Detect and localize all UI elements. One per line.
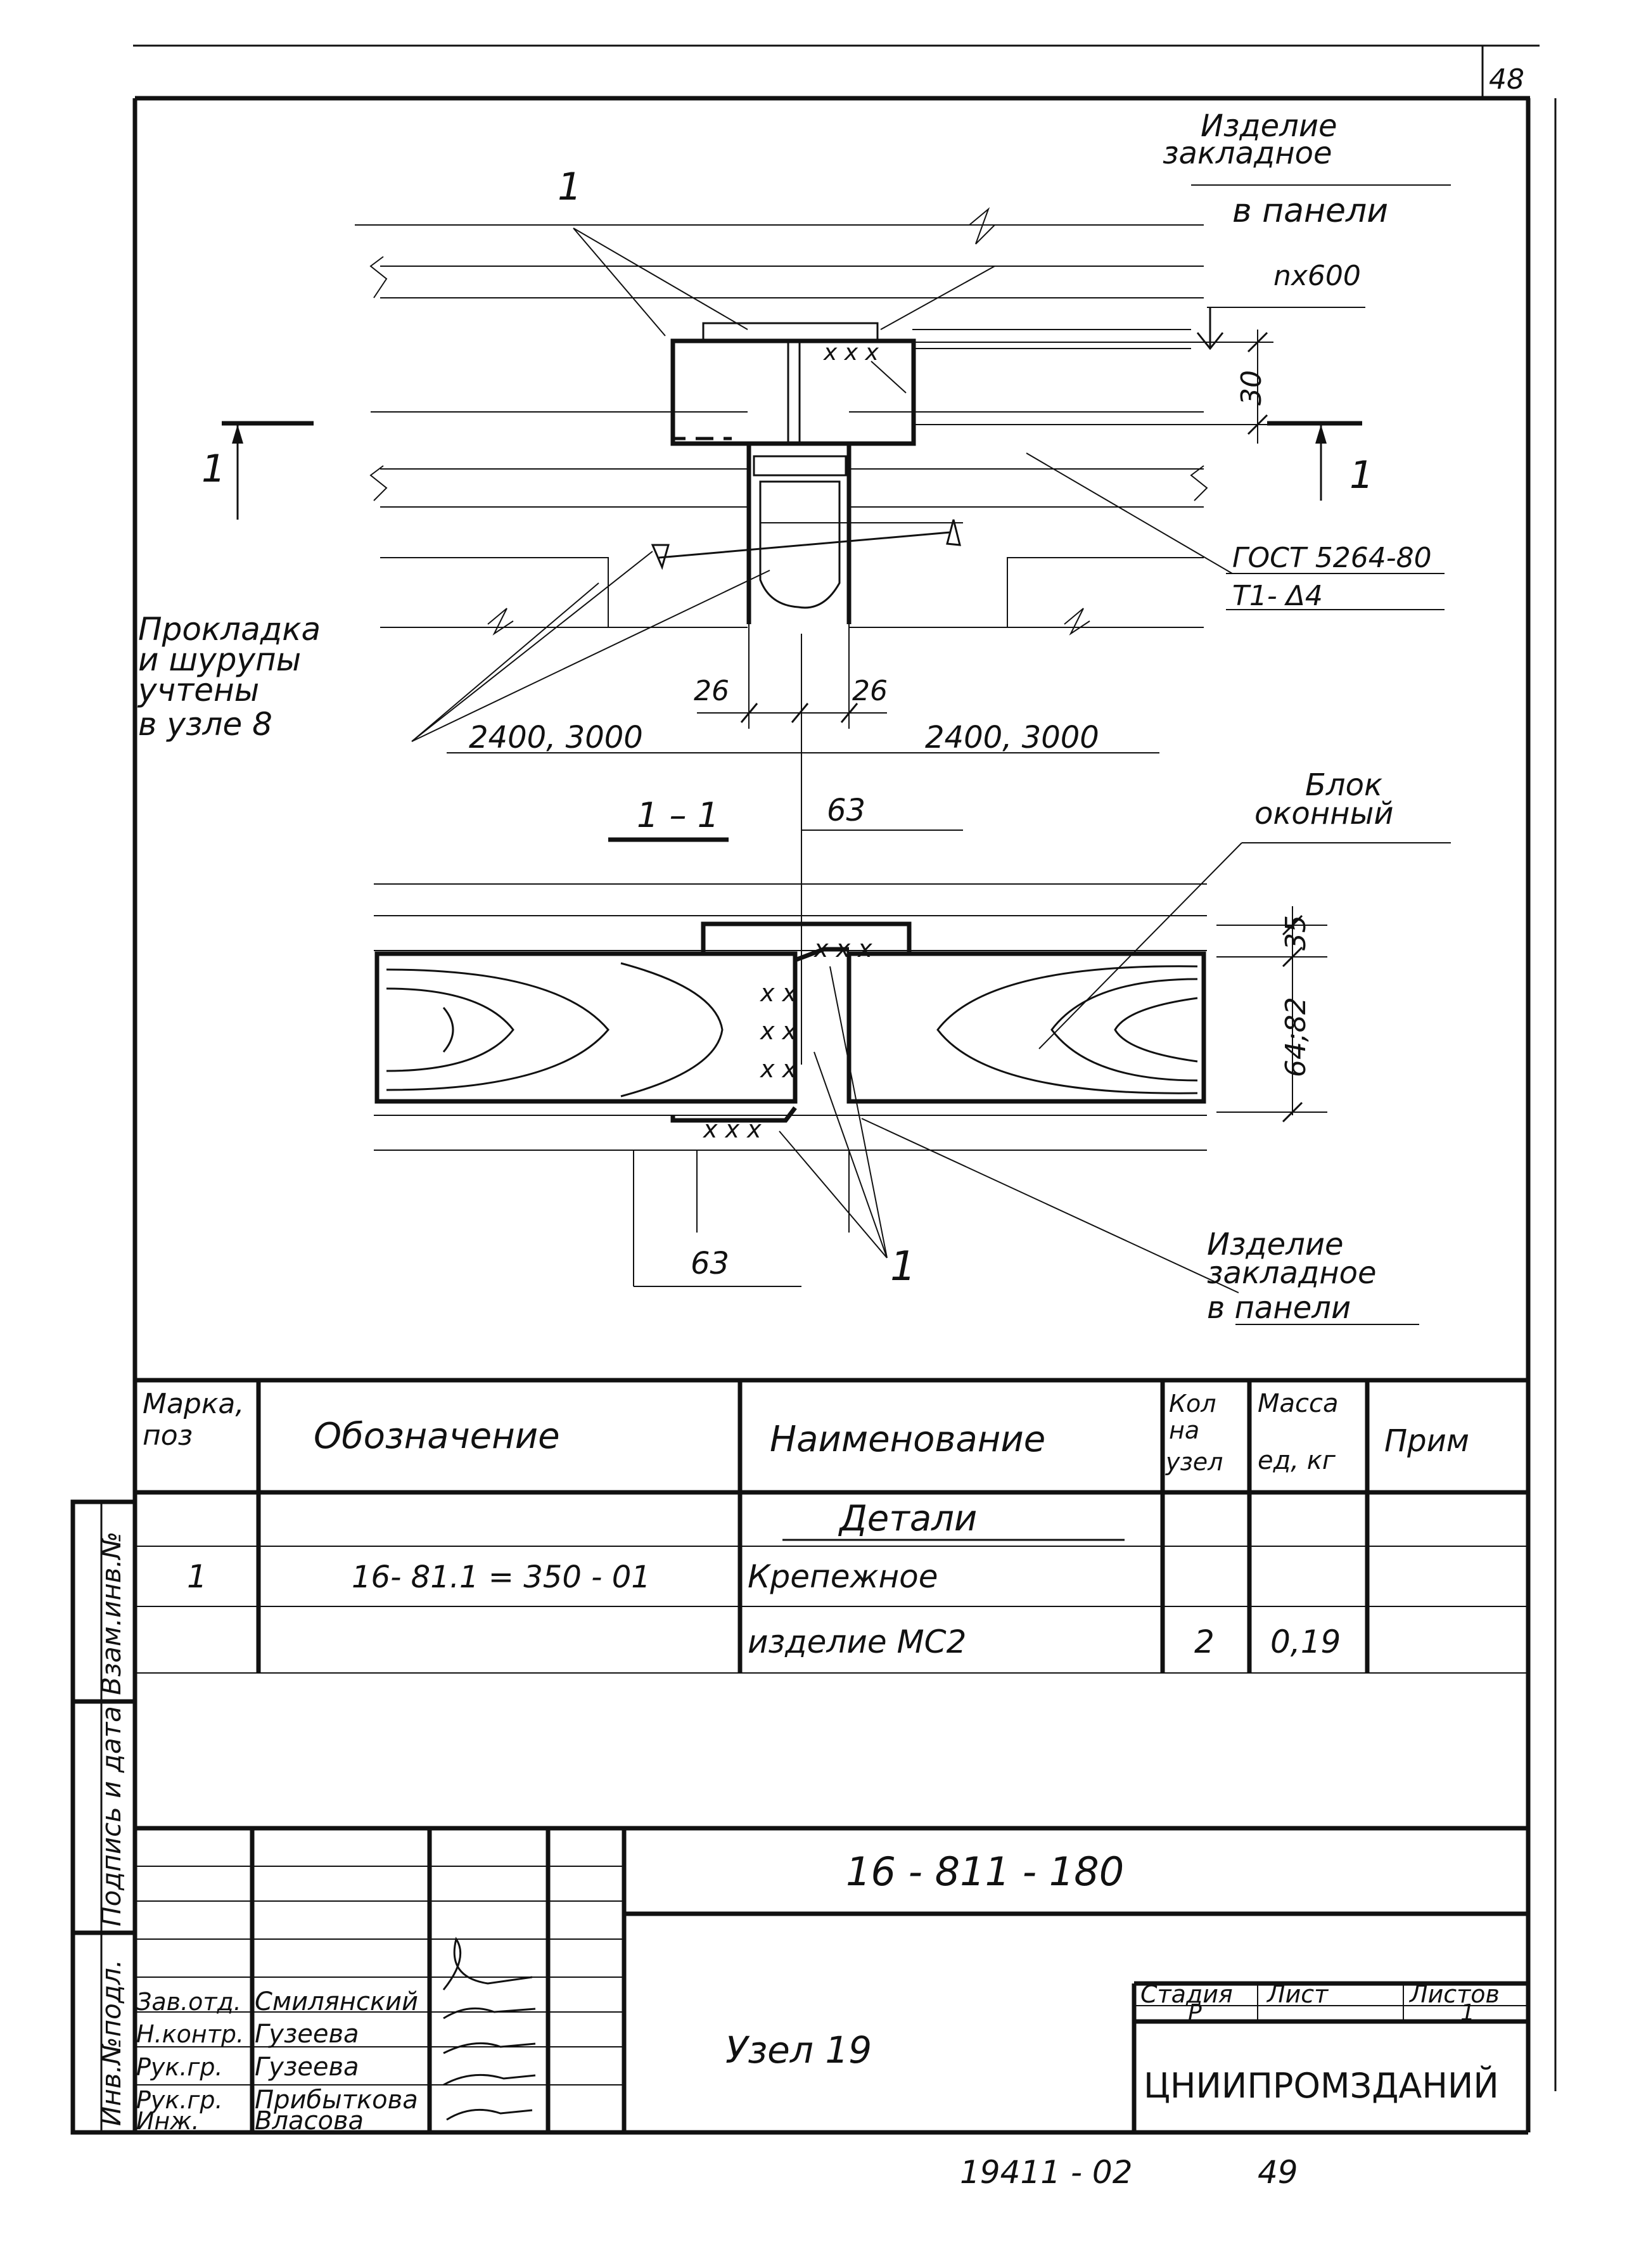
dim-26-right: 26 [852,675,888,707]
row-1-name: Крепежное [748,1558,938,1595]
section-mark-left: 1 [201,447,226,491]
name-0: Смилянский [255,1987,418,2016]
svg-text:x x x: x x x [823,340,879,366]
svg-text:x x: x x [760,979,797,1007]
stamp-sign-date: Подпись и дата [96,1706,127,1926]
dim-63-top: 63 [827,793,865,828]
role-1: Н.контр. [136,2020,244,2048]
section-title: 1 – 1 [637,795,719,835]
span-left: 2400, 3000 [469,720,643,755]
callout-bottom-line-2: закладное [1207,1255,1377,1291]
role-2: Рук.гр. [136,2053,223,2081]
gasket-note-line-2: и шурупы [138,641,301,678]
gasket-note-line-4: в узле 8 [138,706,272,743]
stage-label: Стадия [1140,1980,1233,2008]
weld-spec-line-2: Т1- Δ4 [1232,580,1323,612]
archive-number: 19411 - 02 [960,2154,1133,2191]
header-name: Наименование [770,1419,1045,1460]
side-stamp [70,1499,137,2135]
row-1-mark: 1 [187,1558,207,1595]
callout-bottom-line-1: Изделие [1207,1227,1344,1262]
row-2-name: изделие МС2 [748,1624,966,1660]
gasket-note-line-3: учтены [137,672,259,708]
header-qty-2: на [1169,1416,1199,1444]
sheet-number: 48 [1489,63,1524,96]
weld-spec-line-1: ГОСТ 5264-80 [1232,542,1432,574]
role-3: Рук.гр. [136,2086,223,2114]
role-0: Зав.отд. [136,1988,241,2016]
header-mark-2: поз [143,1419,193,1452]
callout-top-line-2: закладное [1163,136,1332,171]
spec-table [135,1378,1528,1674]
organization: ЦНИИПРОМЗДАНИЙ [1144,2066,1499,2106]
header-qty-3: узел [1165,1448,1223,1476]
name-3: Прибыткова [255,2085,418,2115]
section-mark-right: 1 [1349,453,1374,497]
callout-top-line-1: Изделие [1201,108,1337,144]
window-block-line-2: оконный [1254,796,1394,831]
span-right: 2400, 3000 [925,720,1099,755]
page-number: 49 [1258,2154,1298,2191]
dim-64-82: 64;82 [1280,997,1312,1077]
svg-text:x x x: x x x [813,935,872,963]
callout-top-line-3: в панели [1232,192,1388,230]
window-block-line-1: Блок [1305,767,1382,803]
svg-text:x x x: x x x [703,1115,762,1143]
section-view: x x x x x x x x x x x x [374,830,1451,1325]
svg-text:x x: x x [760,1055,797,1083]
drawing-title: Узел 19 [725,2028,872,2072]
dim-63-bottom: 63 [691,1246,729,1281]
header-designation: Обозначение [314,1416,560,1457]
sheet-label: Лист [1266,1980,1329,2008]
spacing-label: nх600 [1273,260,1361,292]
name-1: Гузеева [255,2020,359,2049]
stamp-replace-inv: Взам.инв.№ [96,1532,127,1695]
callout-bottom-line-3: в панели [1207,1290,1351,1326]
dim-35: 35 [1280,915,1312,951]
header-mass-2: ед, кг [1258,1446,1336,1475]
header-note: Прим [1384,1423,1469,1459]
section-mark-1: 1 [890,1243,916,1290]
dim-30: 30 [1235,370,1268,406]
name-2: Гузеева [255,2053,359,2082]
doc-code: 16 - 811 - 180 [846,1848,1124,1895]
row-2-mass: 0,19 [1270,1624,1341,1660]
stage-value: Р [1188,2000,1202,2026]
row-2-qty: 2 [1194,1624,1215,1660]
row-1-designation: 16- 81.1 = 350 - 01 [352,1560,651,1595]
sheets-value: 1 [1460,2000,1475,2026]
header-mass-1: Масса [1258,1389,1339,1418]
dim-26-left: 26 [694,675,729,707]
section-title-details: Детали [838,1498,977,1539]
gasket-note-line-1: Прокладка [138,611,321,648]
plan-mark-1: 1 [558,165,582,209]
name-4: Власова [255,2106,364,2136]
role-4: Инж. [136,2107,200,2135]
title-block [135,1826,1528,2132]
sheet-frame [132,44,1557,2135]
plan-view: x x x [222,184,1451,1065]
header-qty-1: Кол [1169,1390,1216,1418]
sheets-label: Листов [1408,1980,1500,2008]
stamp-inv-no: Инв.№подл. [96,1959,127,2126]
svg-text:x x: x x [760,1017,797,1045]
header-mark-1: Марка, [143,1388,244,1420]
